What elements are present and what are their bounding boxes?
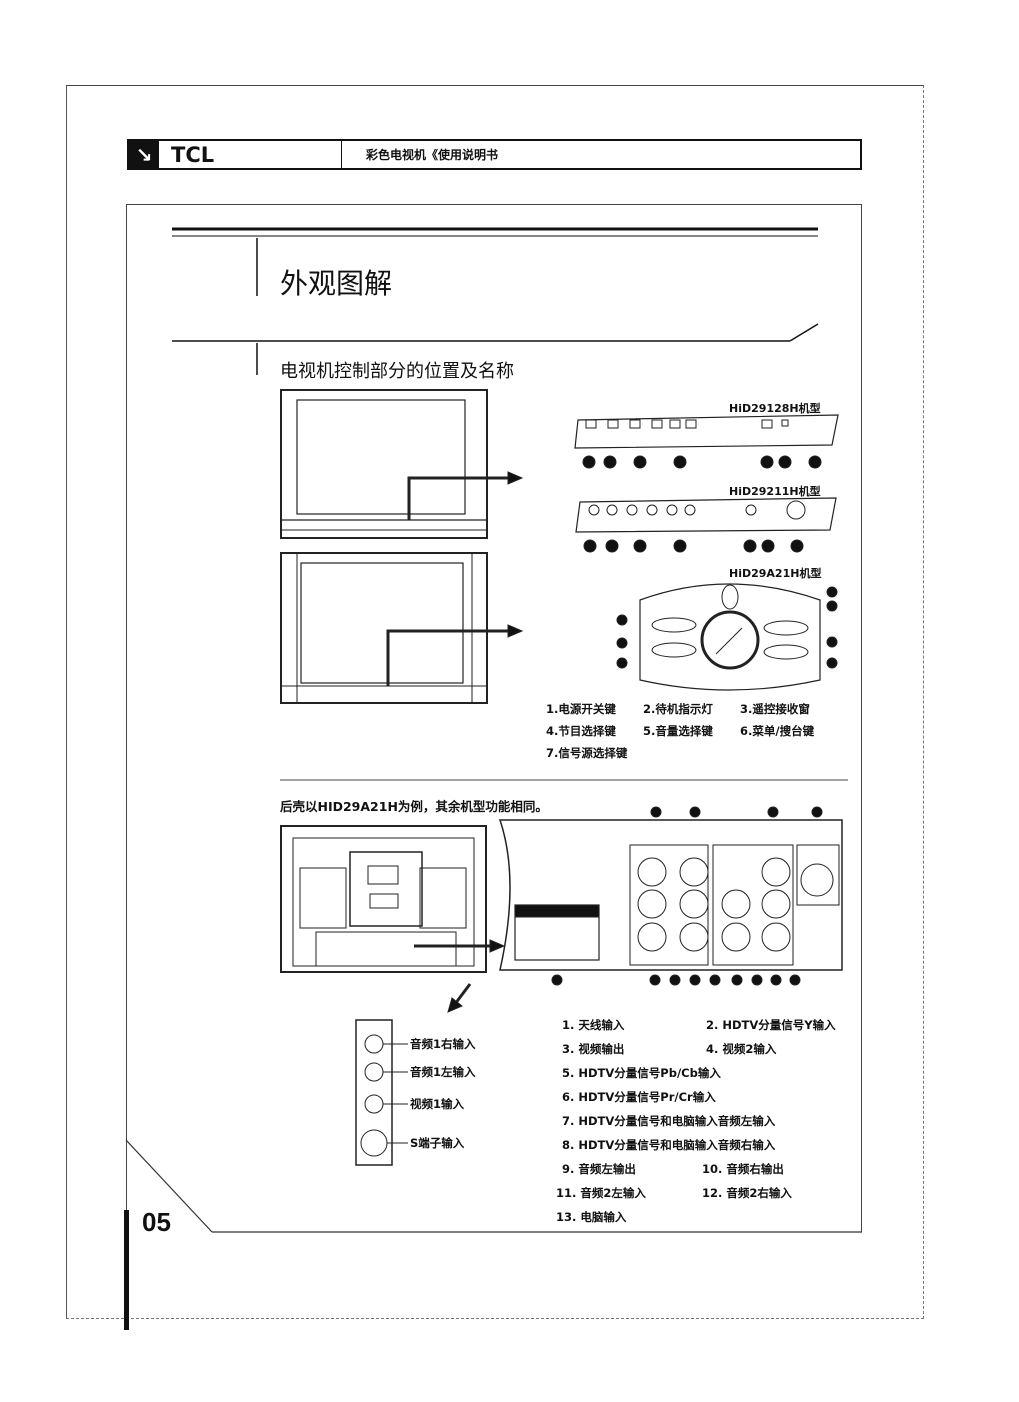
side-label: 视频1输入 — [410, 1097, 465, 1111]
rear-legend-item: 4. 视频2输入 — [706, 1042, 777, 1056]
rear-legend-item: 7. HDTV分量信号和电脑输入音频左输入 — [562, 1114, 776, 1128]
rear-legend-item: 13. 电脑输入 — [556, 1210, 627, 1224]
section-title: 电视机控制部分的位置及名称 — [280, 361, 514, 382]
title-bottom-rule-slant — [789, 323, 819, 342]
tcl-logo-icon: ↘ — [129, 141, 159, 168]
rear-connector-panel — [498, 806, 843, 986]
front-legend-item: 2.待机指示灯 — [643, 702, 713, 716]
rear-legend-item: 2. HDTV分量信号Y输入 — [706, 1018, 836, 1032]
tv-rear-view — [280, 825, 506, 1013]
tv-front-2 — [280, 552, 524, 704]
front-legend-item: 1.电源开关键 — [546, 702, 616, 716]
rear-legend-item: 5. HDTV分量信号Pb/Cb输入 — [562, 1066, 721, 1080]
content-box — [126, 204, 862, 1232]
front-legend-item: 3.遥控接收窗 — [740, 702, 810, 716]
side-label: S端子输入 — [410, 1136, 465, 1150]
side-label: 音频1左输入 — [410, 1065, 476, 1079]
front-legend-item: 6.菜单/搜台键 — [740, 724, 815, 738]
tv-front-1 — [280, 389, 524, 539]
front-legend-item: 4.节目选择键 — [546, 724, 616, 738]
page-number: 05 — [142, 1207, 171, 1237]
control-panel-29128h — [574, 414, 839, 469]
model-label-2: HiD29211H机型 — [729, 485, 821, 498]
header-divider — [341, 141, 342, 168]
front-legend-item: 5.音量选择键 — [643, 724, 713, 738]
manual-subtitle: 彩色电视机《使用说明书 — [366, 148, 499, 162]
rear-legend-item: 6. HDTV分量信号Pr/Cr输入 — [562, 1090, 716, 1104]
manual-header: ↘ TCL 彩色电视机《使用说明书 — [127, 139, 862, 170]
front-legend-item: 7.信号源选择键 — [546, 746, 628, 760]
page-number-bar — [124, 1210, 129, 1330]
brand-name: TCL — [171, 142, 215, 167]
rear-legend-item: 1. 天线输入 — [562, 1018, 625, 1032]
page-frame — [66, 85, 924, 1319]
rear-legend-item: 8. HDTV分量信号和电脑输入音频右输入 — [562, 1138, 776, 1152]
rear-legend-item: 11. 音频2左输入 — [556, 1186, 646, 1200]
side-av-panel — [355, 1019, 408, 1166]
model-label-3: HiD29A21H机型 — [729, 567, 822, 580]
rear-legend-item: 9. 音频左输出 — [562, 1162, 636, 1176]
rear-caption: 后壳以HID29A21H为例，其余机型功能相同。 — [280, 799, 548, 814]
model-label-1: HiD29128H机型 — [729, 402, 821, 415]
control-panel-29a21h — [616, 583, 838, 691]
rear-legend-item: 10. 音频右输出 — [702, 1162, 784, 1176]
side-label: 音频1右输入 — [410, 1037, 476, 1051]
rear-legend-item: 3. 视频输出 — [562, 1042, 625, 1056]
page-title: 外观图解 — [280, 267, 393, 300]
box-bevel-line — [125, 1139, 213, 1233]
control-panel-29211h — [575, 497, 837, 553]
rear-legend-item: 12. 音频2右输入 — [702, 1186, 792, 1200]
